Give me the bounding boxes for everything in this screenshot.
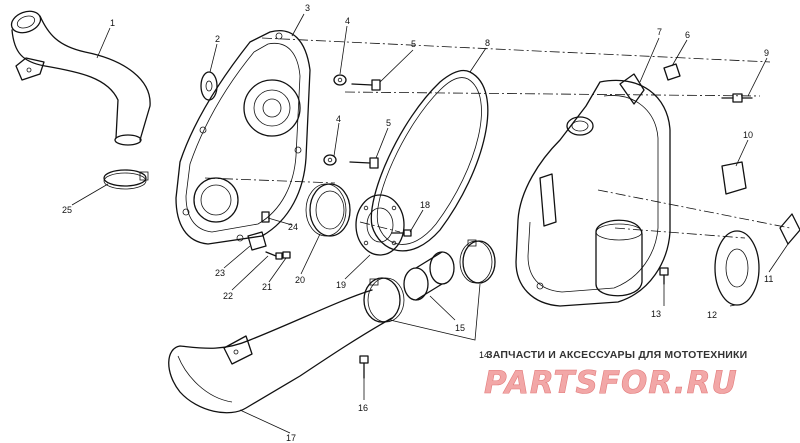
callout-8: 8 [485,38,490,48]
screw-18 [391,229,412,237]
callout-19: 19 [336,280,346,290]
callout-6: 6 [685,30,690,40]
callout-12: 12 [707,310,717,320]
hose-clamp-25 [103,169,149,190]
callout-24: 24 [288,222,298,232]
watermark-tagline: ЗАПЧАСТИ И АКСЕССУАРЫ ДЛЯ МОТОТЕХНИКИ [486,349,747,361]
bracket-23 [247,231,267,251]
watermark: ЗАПЧАСТИ И АКСЕССУАРЫ ДЛЯ МОТОТЕХНИКИ PA… [484,349,747,401]
washer-4-lower [323,154,337,166]
connector-hose [403,251,455,301]
air-duct-upper [10,10,151,146]
outer-clutch-cover [515,73,671,307]
screw-16 [359,355,369,379]
callout-11: 11 [764,274,773,284]
spacer-24 [261,211,270,223]
inner-cover-plate [175,30,311,245]
bolt-9 [721,93,753,103]
callout-16: 16 [358,403,368,413]
clip-6 [663,63,681,81]
callout-4-lower: 4 [336,114,341,124]
callout-25: 25 [62,205,72,215]
callout-13: 13 [651,309,661,319]
callout-2: 2 [215,34,220,44]
callout-15: 15 [455,323,465,333]
callout-3: 3 [305,3,310,13]
callout-17: 17 [286,433,296,443]
assembly-axis-lines [204,37,791,239]
leader-lines [71,13,789,434]
callout-20: 20 [295,275,305,285]
bolt-5-lower [349,157,379,169]
bearing-plate-19 [355,194,405,256]
gasket-12 [714,230,760,306]
callout-23: 23 [215,268,225,278]
seal-20 [305,183,351,237]
watermark-logo: PARTSFOR.RU [484,365,738,401]
callout-9: 9 [764,48,769,58]
washer-4-upper [333,74,347,86]
callout-5-upper: 5 [411,39,416,49]
decal-10 [721,161,747,195]
screw-22 [265,251,283,260]
callout-10: 10 [743,130,753,140]
callout-14: 14 [479,350,489,360]
hose-clamp-right [459,239,496,284]
callout-22: 22 [223,291,233,301]
callout-18: 18 [420,200,430,210]
drive-belt [370,69,489,252]
screw-13 [659,267,669,285]
washer-2 [200,71,218,101]
bolt-5-upper [351,79,381,91]
callout-numbers: 1 2 3 4 4 5 5 6 7 8 9 10 11 12 13 14 15 … [62,3,773,443]
callout-7: 7 [657,27,662,37]
callout-1: 1 [110,18,115,28]
hose-clamp-left [363,277,405,323]
nut-21 [282,251,291,259]
air-duct-lower [168,289,393,414]
callout-5-lower: 5 [386,118,391,128]
emblem-11 [779,213,800,245]
callout-21: 21 [262,282,272,292]
callout-4-upper: 4 [345,16,350,26]
